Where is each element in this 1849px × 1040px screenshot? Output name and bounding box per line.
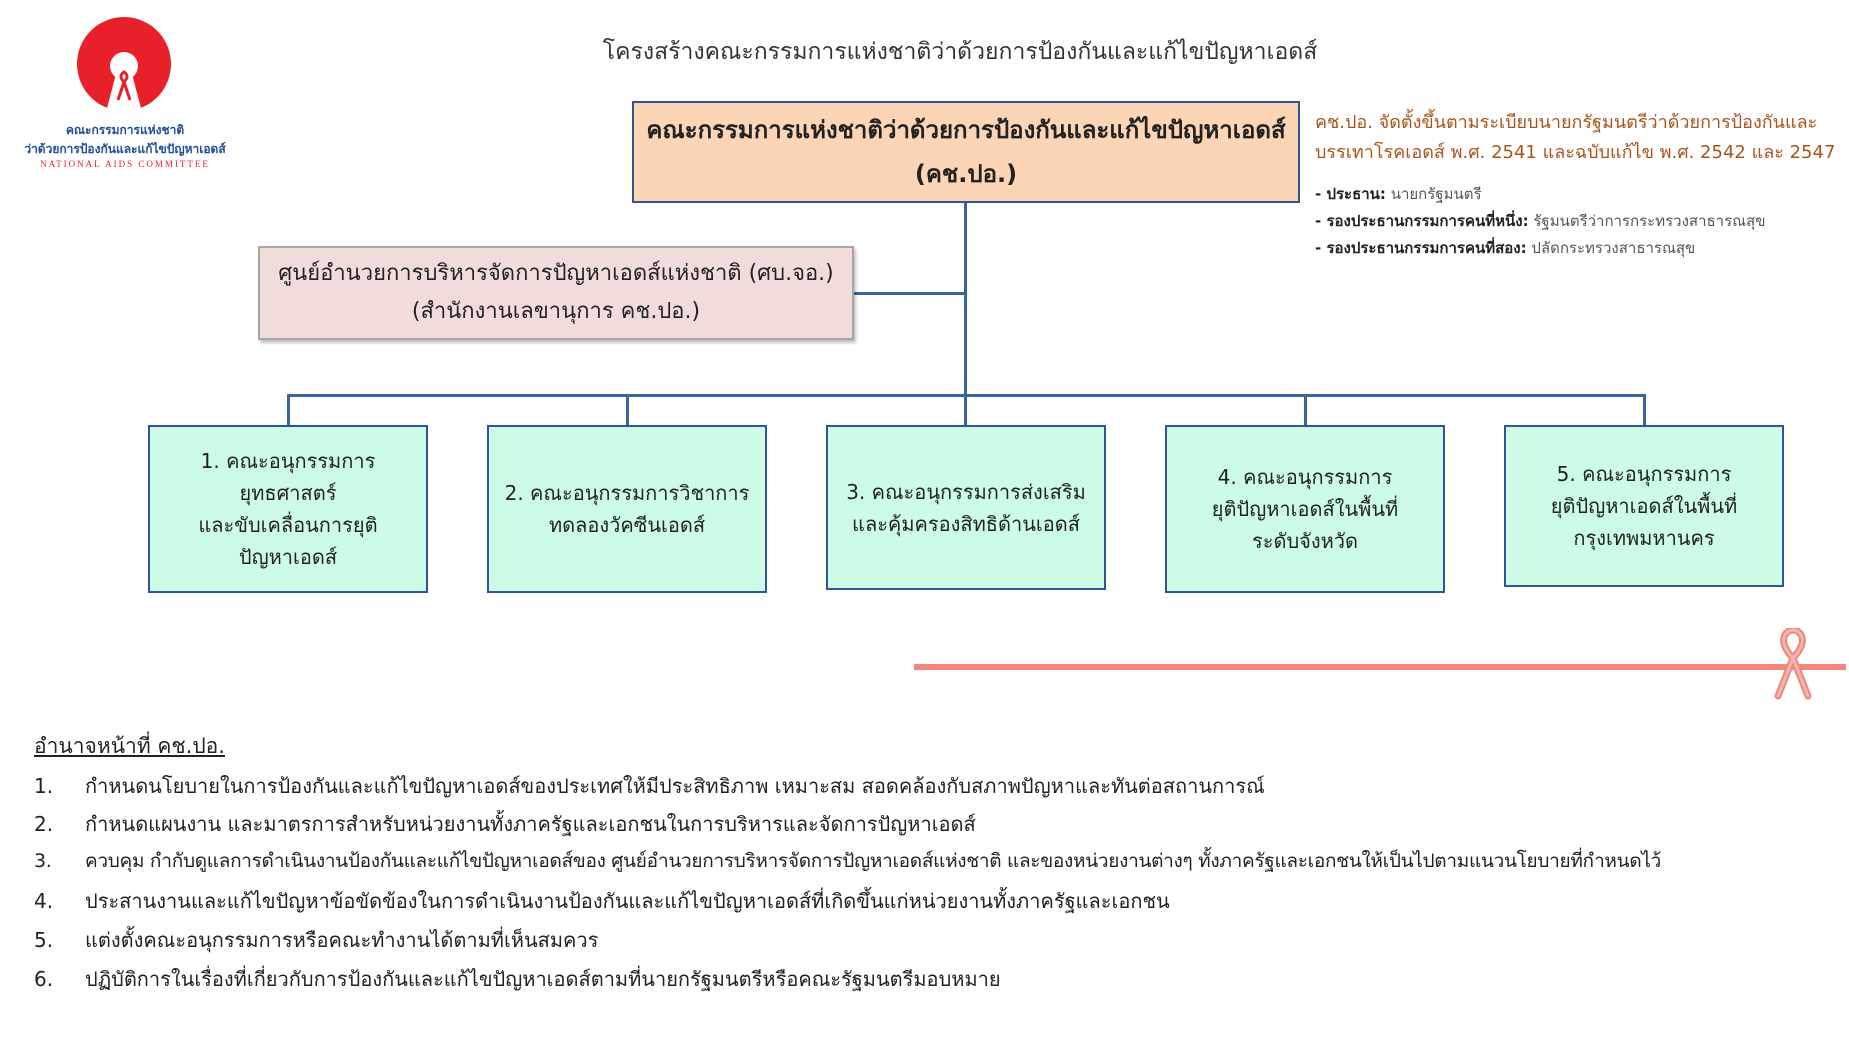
subcommittee-line: ยุติปัญหาเอดส์ในพื้นที่ bbox=[1550, 494, 1738, 518]
main-committee-name: คณะกรรมการแห่งชาติว่าด้วยการป้องกันและแก… bbox=[646, 116, 1286, 144]
note-line-2: บรรเทาโรคเอดส์ พ.ศ. 2541 และฉบับแก้ไข พ.… bbox=[1315, 142, 1836, 163]
subcommittee-box-2: 2. คณะอนุกรรมการวิชาการ ทดลองวัคซีนเอดส์ bbox=[487, 425, 767, 593]
duty-number: 5. bbox=[34, 928, 54, 952]
page-title: โครงสร้างคณะกรรมการแห่งชาติว่าด้วยการป้อ… bbox=[602, 39, 1318, 65]
logo: คณะกรรมการแห่งชาติ ว่าด้วยการป้องกันและแ… bbox=[20, 16, 230, 176]
member-chair: - ประธาน: นายกรัฐมนตรี bbox=[1315, 182, 1482, 206]
secretariat-box: ศูนย์อำนวยการบริหารจัดการปัญหาเอดส์แห่งช… bbox=[258, 246, 854, 340]
logo-thai-line1: คณะกรรมการแห่งชาติ bbox=[65, 123, 185, 137]
aids-ribbon-logo-icon bbox=[77, 17, 171, 112]
subcommittee-box-1: 1. คณะอนุกรรมการยุทธศาสตร์ และขับเคลื่อน… bbox=[148, 425, 428, 593]
establishment-note: คช.ปอ. จัดตั้งขึ้นตามระเบียบนายกรัฐมนตรี… bbox=[1315, 108, 1835, 168]
member-vice-chair-2: - รองประธานกรรมการคนที่สอง: ปลัดกระทรวงส… bbox=[1315, 236, 1695, 260]
duty-text: กำหนดนโยบายในการป้องกันและแก้ไขปัญหาเอดส… bbox=[85, 774, 1265, 798]
duty-text: ประสานงานและแก้ไขปัญหาข้อขัดข้องในการดำเ… bbox=[85, 889, 1170, 913]
subcommittee-line: 5. คณะอนุกรรมการ bbox=[1556, 462, 1732, 486]
decorative-divider bbox=[914, 664, 1846, 670]
subcommittee-line: 4. คณะอนุกรรมการ bbox=[1217, 465, 1393, 489]
duty-text: แต่งตั้งคณะอนุกรรมการหรือคณะทำงานได้ตามท… bbox=[85, 928, 599, 952]
connector-secretariat bbox=[854, 292, 966, 295]
member-role: - รองประธานกรรมการคนที่หนึ่ง: bbox=[1315, 212, 1529, 230]
duty-number: 3. bbox=[34, 850, 52, 872]
duty-item: 1. กำหนดนโยบายในการป้องกันและแก้ไขปัญหาเอ… bbox=[34, 770, 1265, 802]
subcommittee-line: ทดลองวัคซีนเอดส์ bbox=[548, 513, 706, 537]
subcommittee-line: ยุติปัญหาเอดส์ในพื้นที่ bbox=[1211, 497, 1399, 521]
subcommittee-line: 1. คณะอนุกรรมการยุทธศาสตร์ bbox=[200, 449, 376, 505]
duty-text: ปฏิบัติการในเรื่องที่เกี่ยวกับการป้องกัน… bbox=[85, 967, 1001, 991]
connector-sub1 bbox=[287, 394, 290, 425]
connector-main-vertical bbox=[964, 203, 967, 397]
subcommittee-box-5: 5. คณะอนุกรรมการ ยุติปัญหาเอดส์ในพื้นที่… bbox=[1504, 425, 1784, 587]
note-line-1: คช.ปอ. จัดตั้งขึ้นตามระเบียบนายกรัฐมนตรี… bbox=[1315, 112, 1818, 133]
subcommittee-line: กรุงเทพมหานคร bbox=[1573, 526, 1715, 550]
secretariat-office: (สำนักงานเลขานุการ คช.ปอ.) bbox=[411, 299, 701, 324]
subcommittee-line: และขับเคลื่อนการยุติ bbox=[198, 513, 378, 537]
duty-item: 4. ประสานงานและแก้ไขปัญหาข้อขัดข้องในการด… bbox=[34, 885, 1170, 917]
member-name: ปลัดกระทรวงสาธารณสุข bbox=[1526, 239, 1696, 257]
member-role: - รองประธานกรรมการคนที่สอง: bbox=[1315, 239, 1527, 257]
member-name: นายกรัฐมนตรี bbox=[1385, 185, 1482, 203]
subcommittee-box-3: 3. คณะอนุกรรมการส่งเสริม และคุ้มครองสิทธ… bbox=[826, 425, 1106, 590]
duty-item: 3. ควบคุม กำกับดูแลการดำเนินงานป้องกันและ… bbox=[34, 846, 1661, 876]
member-role: - ประธาน: bbox=[1315, 185, 1386, 203]
duty-number: 4. bbox=[34, 889, 54, 913]
duty-item: 2. กำหนดแผนงาน และมาตรการสำหรับหน่วยงานทั… bbox=[34, 808, 976, 840]
duty-text: ควบคุม กำกับดูแลการดำเนินงานป้องกันและแก… bbox=[85, 850, 1662, 872]
duty-item: 6. ปฏิบัติการในเรื่องที่เกี่ยวกับการป้องก… bbox=[34, 963, 1001, 995]
logo-thai-line2: ว่าด้วยการป้องกันและแก้ไขปัญหาเอดส์ bbox=[24, 142, 226, 156]
logo-english: NATIONAL AIDS COMMITTEE bbox=[40, 159, 210, 169]
duty-text: กำหนดแผนงาน และมาตรการสำหรับหน่วยงานทั้ง… bbox=[85, 812, 976, 836]
connector-sub2 bbox=[626, 394, 629, 425]
member-name: รัฐมนตรีว่าการกระทรวงสาธารณสุข bbox=[1528, 212, 1766, 230]
main-committee-abbr: (คช.ปอ.) bbox=[914, 160, 1018, 188]
connector-sub4 bbox=[1304, 394, 1307, 425]
subcommittee-box-4: 4. คณะอนุกรรมการ ยุติปัญหาเอดส์ในพื้นที่… bbox=[1165, 425, 1445, 593]
duties-heading: อำนาจหน้าที่ คช.ปอ. bbox=[34, 734, 225, 758]
duty-number: 1. bbox=[34, 774, 54, 798]
duty-number: 6. bbox=[34, 967, 54, 991]
main-committee-box: คณะกรรมการแห่งชาติว่าด้วยการป้องกันและแก… bbox=[632, 101, 1300, 203]
subcommittee-line: 2. คณะอนุกรรมการวิชาการ bbox=[504, 481, 750, 505]
connector-sub5 bbox=[1643, 394, 1646, 425]
duty-item: 5. แต่งตั้งคณะอนุกรรมการหรือคณะทำงานได้ตา… bbox=[34, 924, 598, 956]
secretariat-name: ศูนย์อำนวยการบริหารจัดการปัญหาเอดส์แห่งช… bbox=[278, 261, 834, 286]
subcommittee-line: ระดับจังหวัด bbox=[1251, 529, 1359, 553]
subcommittee-line: ปัญหาเอดส์ bbox=[238, 545, 338, 569]
member-vice-chair-1: - รองประธานกรรมการคนที่หนึ่ง: รัฐมนตรีว่… bbox=[1315, 209, 1765, 233]
subcommittee-line: 3. คณะอนุกรรมการส่งเสริม bbox=[846, 479, 1086, 504]
duty-number: 2. bbox=[34, 812, 54, 836]
connector-sub3 bbox=[964, 394, 967, 425]
subcommittee-line: และคุ้มครองสิทธิด้านเอดส์ bbox=[852, 511, 1080, 536]
awareness-ribbon-icon bbox=[1774, 628, 1812, 700]
